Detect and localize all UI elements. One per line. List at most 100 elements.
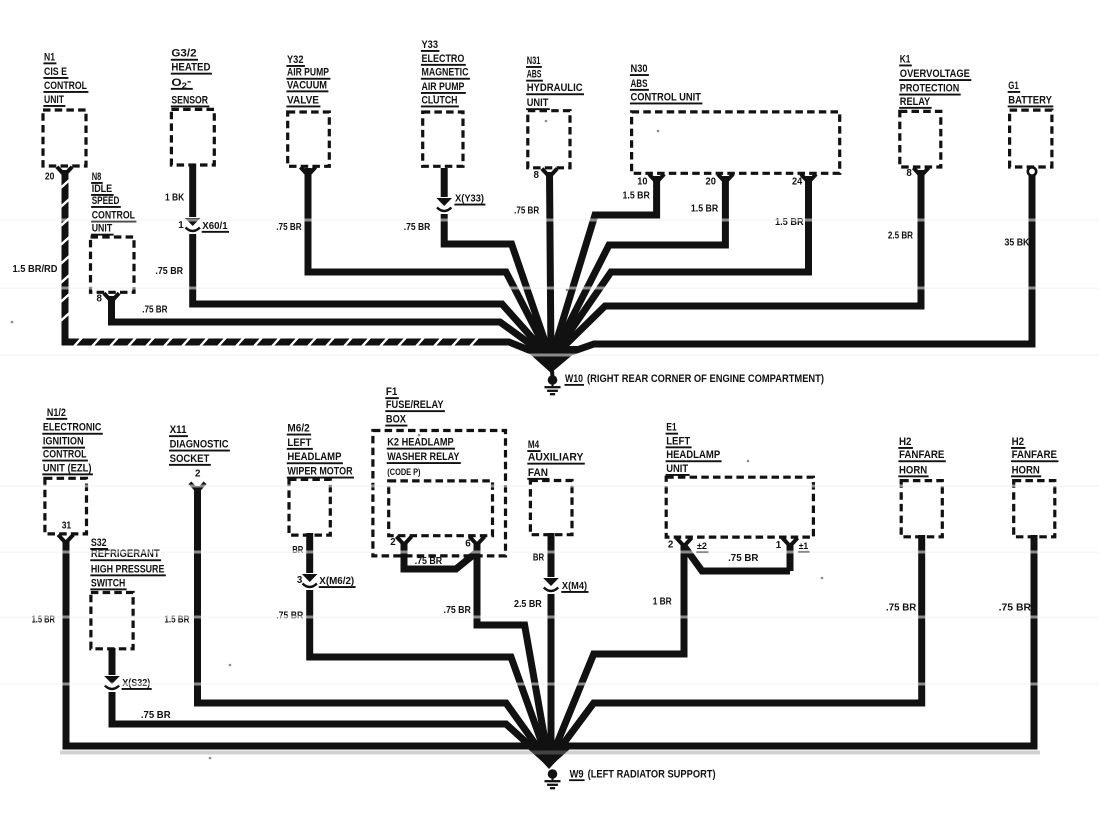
svg-text:1.5 BR: 1.5 BR	[775, 217, 804, 228]
svg-text:WASHER RELAY: WASHER RELAY	[387, 451, 460, 463]
svg-text:AUXILIARY: AUXILIARY	[528, 452, 584, 464]
svg-text:VACUUM: VACUUM	[287, 79, 327, 91]
svg-text:(LEFT RADIATOR SUPPORT): (LEFT RADIATOR SUPPORT)	[588, 768, 716, 780]
svg-text:Y33: Y33	[422, 39, 439, 51]
svg-text:CONTROL: CONTROL	[44, 80, 87, 92]
svg-text:1: 1	[776, 540, 782, 551]
svg-text:24: 24	[792, 176, 803, 187]
svg-text:X(M6/2): X(M6/2)	[319, 576, 354, 587]
svg-text:S32: S32	[91, 537, 107, 549]
svg-text:LEFT: LEFT	[666, 435, 690, 447]
svg-text:.75 BR: .75 BR	[999, 603, 1032, 614]
svg-text:N31: N31	[527, 55, 541, 67]
svg-text:CIS E: CIS E	[44, 66, 67, 78]
svg-text:BOX: BOX	[386, 414, 407, 426]
svg-text:K2 HEADLAMP: K2 HEADLAMP	[387, 437, 453, 449]
svg-text:8: 8	[906, 168, 912, 179]
svg-text:CONTROL: CONTROL	[92, 209, 136, 221]
svg-text:IDLE: IDLE	[92, 183, 113, 195]
svg-text:1.5 BR: 1.5 BR	[32, 615, 56, 626]
svg-text:HEADLAMP: HEADLAMP	[666, 449, 720, 461]
svg-text:DIAGNOSTIC: DIAGNOSTIC	[170, 439, 229, 451]
svg-text:10: 10	[637, 176, 648, 187]
svg-text:2: 2	[390, 537, 396, 548]
svg-text:G3/2: G3/2	[171, 48, 196, 60]
svg-text:.75 BR: .75 BR	[276, 222, 302, 233]
svg-text:SPEED: SPEED	[92, 195, 120, 207]
svg-text:SOCKET: SOCKET	[170, 453, 210, 465]
svg-text:F1: F1	[386, 386, 398, 398]
svg-text:VALVE: VALVE	[287, 94, 319, 106]
svg-text:(CODE P): (CODE P)	[387, 467, 420, 478]
svg-text:2: 2	[195, 468, 201, 479]
svg-text:.75 BR: .75 BR	[415, 556, 443, 567]
svg-text:N8: N8	[92, 171, 102, 183]
svg-text:UNIT: UNIT	[527, 97, 549, 109]
svg-text:±1: ±1	[799, 540, 809, 551]
svg-text:H2: H2	[899, 436, 912, 448]
svg-text:K1: K1	[900, 53, 911, 65]
svg-text:2: 2	[668, 540, 674, 551]
svg-text:AIR PUMP: AIR PUMP	[422, 81, 465, 93]
svg-text:2.5 BR: 2.5 BR	[514, 599, 542, 610]
svg-text:20: 20	[45, 172, 55, 183]
svg-text:Y32: Y32	[287, 54, 304, 66]
svg-text:N1: N1	[44, 51, 55, 63]
svg-text:CONTROL: CONTROL	[43, 449, 87, 461]
svg-text:.75 BR: .75 BR	[728, 553, 759, 564]
svg-text:±2: ±2	[697, 540, 707, 551]
svg-text:1.5 BR/RD: 1.5 BR/RD	[13, 264, 58, 275]
svg-text:FUSE/RELAY: FUSE/RELAY	[386, 399, 444, 411]
svg-text:20: 20	[706, 176, 717, 187]
svg-text:IGNITION: IGNITION	[43, 436, 84, 448]
svg-text:FAN: FAN	[528, 467, 548, 479]
svg-text:X(Y33): X(Y33)	[455, 194, 484, 205]
svg-text:ABS: ABS	[527, 69, 542, 81]
svg-text:SWITCH: SWITCH	[91, 577, 125, 589]
svg-text:CLUTCH: CLUTCH	[422, 94, 458, 106]
svg-text:1.5 BR: 1.5 BR	[623, 190, 651, 201]
svg-text:ABS: ABS	[631, 78, 648, 90]
svg-text:35 BK: 35 BK	[1005, 237, 1030, 248]
svg-text:O2-: O2-	[171, 75, 191, 90]
svg-text:1.5 BR: 1.5 BR	[691, 203, 719, 214]
svg-text:MAGNETIC: MAGNETIC	[422, 67, 469, 79]
svg-text:.75 BR: .75 BR	[886, 603, 917, 614]
svg-text:UNIT: UNIT	[44, 94, 64, 106]
svg-text:E1: E1	[666, 422, 677, 434]
svg-text:2.5 BR: 2.5 BR	[888, 231, 914, 242]
svg-text:HIGH PRESSURE: HIGH PRESSURE	[91, 563, 164, 575]
svg-text:X60/1: X60/1	[202, 221, 228, 232]
svg-text:FANFARE: FANFARE	[899, 449, 944, 461]
svg-text:M4: M4	[528, 439, 540, 451]
svg-text:X(M4): X(M4)	[562, 581, 587, 592]
svg-text:PROTECTION: PROTECTION	[900, 83, 960, 95]
svg-text:UNIT: UNIT	[666, 463, 688, 475]
svg-text:(RIGHT REAR CORNER OF ENGINE C: (RIGHT REAR CORNER OF ENGINE COMPARTMENT…	[587, 373, 824, 385]
svg-text:AIR PUMP: AIR PUMP	[287, 67, 329, 79]
svg-text:BATTERY: BATTERY	[1008, 94, 1052, 106]
svg-text:.75 BR: .75 BR	[444, 605, 472, 616]
svg-text:1 BK: 1 BK	[165, 193, 185, 204]
svg-text:1: 1	[178, 220, 184, 231]
svg-text:ELECTRONIC: ELECTRONIC	[43, 422, 102, 434]
svg-text:WIPER MOTOR: WIPER MOTOR	[287, 466, 352, 478]
svg-text:UNIT (EZL): UNIT (EZL)	[43, 462, 92, 474]
svg-text:ELECTRO: ELECTRO	[422, 53, 465, 65]
svg-text:H2: H2	[1012, 436, 1025, 448]
svg-text:CONTROL UNIT: CONTROL UNIT	[631, 91, 702, 103]
svg-text:8: 8	[534, 170, 540, 181]
svg-text:LEFT: LEFT	[287, 437, 311, 449]
svg-text:1 BR: 1 BR	[653, 597, 673, 608]
svg-text:HEADLAMP: HEADLAMP	[287, 451, 341, 463]
svg-text:3: 3	[297, 575, 303, 586]
svg-text:8: 8	[97, 293, 103, 304]
svg-text:HEATED: HEATED	[171, 62, 210, 74]
svg-text:HORN: HORN	[1012, 464, 1040, 476]
svg-text:N1/2: N1/2	[47, 407, 66, 419]
svg-text:1.5 BR: 1.5 BR	[164, 615, 189, 626]
svg-text:REFRIGERANT: REFRIGERANT	[91, 548, 160, 560]
svg-text:SENSOR: SENSOR	[171, 94, 208, 106]
svg-text:.75 BR: .75 BR	[514, 205, 540, 216]
svg-text:.75 BR: .75 BR	[155, 266, 183, 277]
